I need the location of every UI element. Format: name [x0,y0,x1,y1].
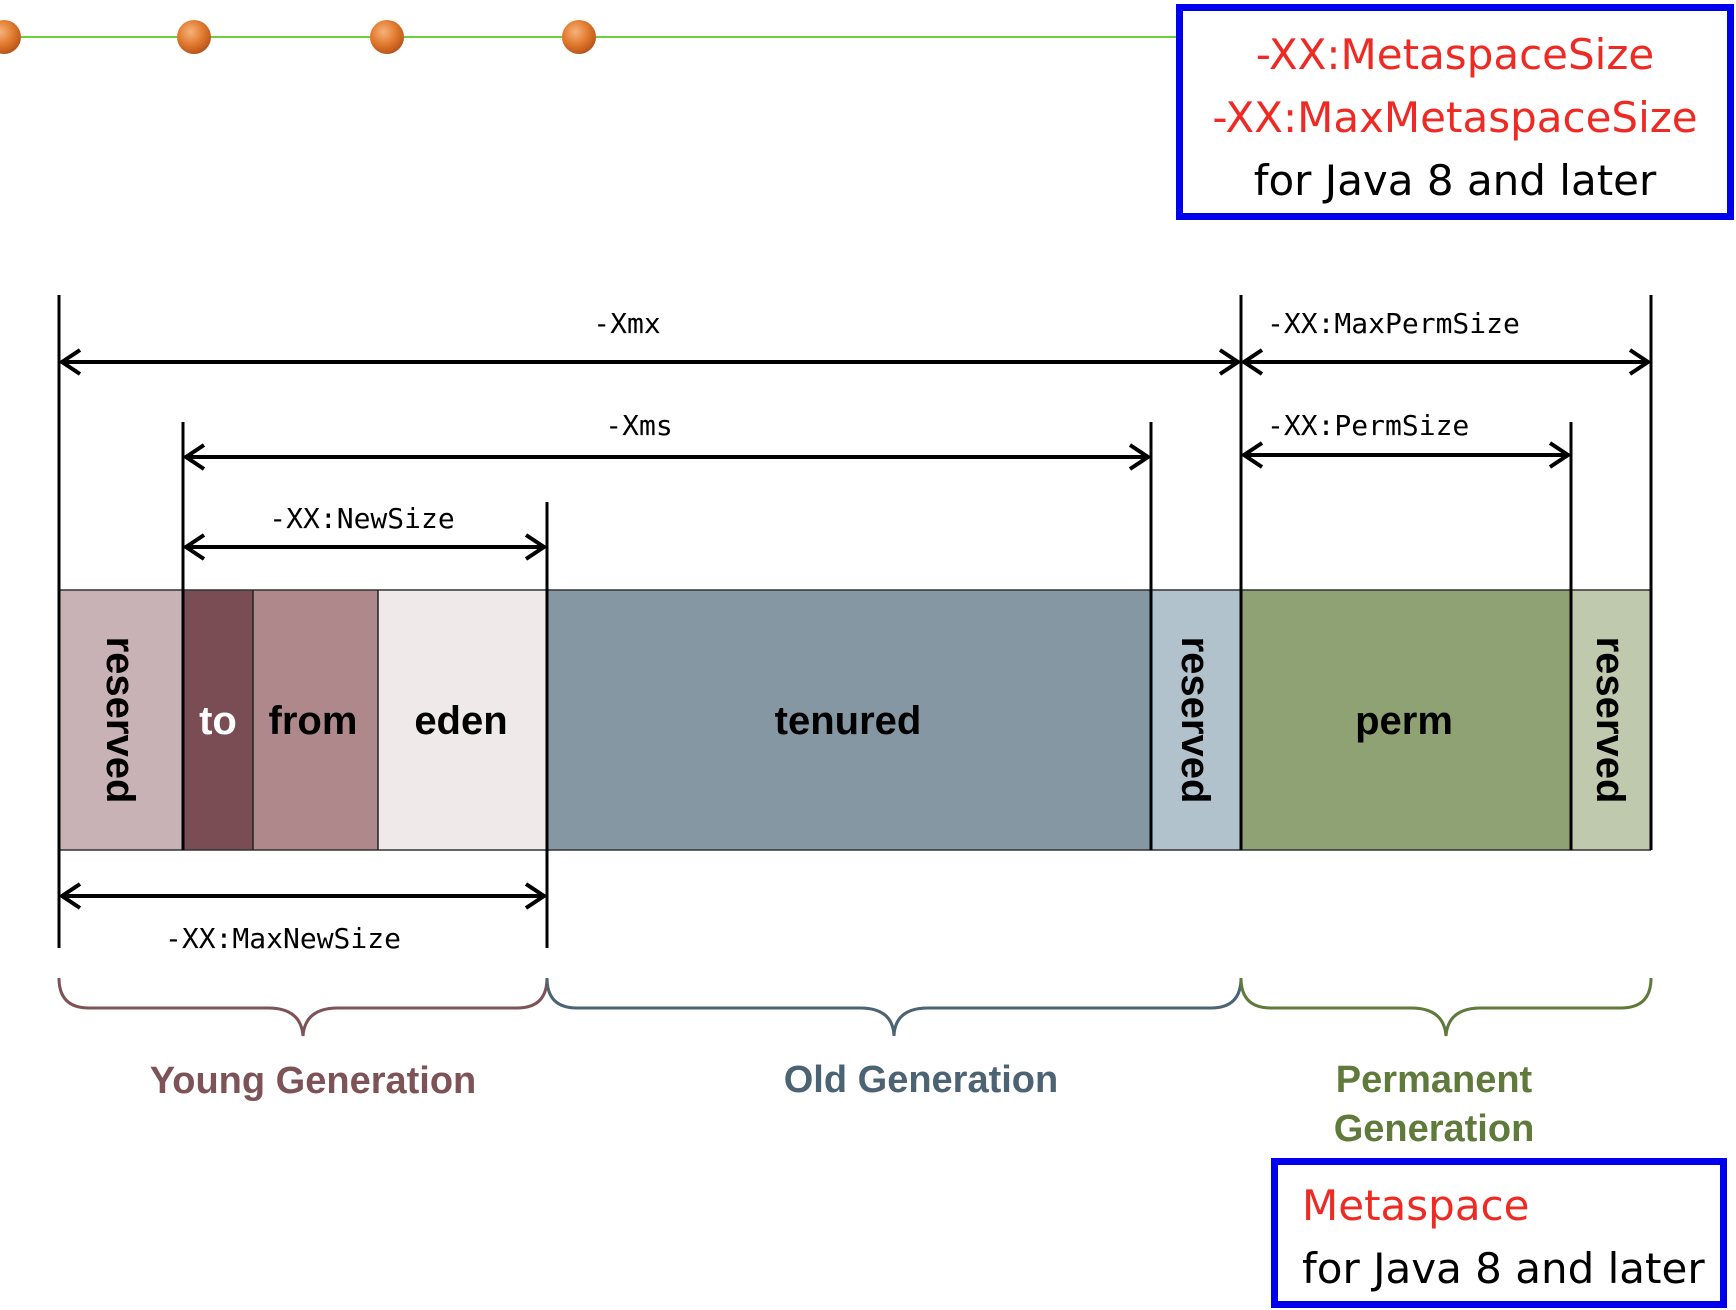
max-perm-size-label: -XX:MaxPermSize [1267,307,1520,340]
timeline-dot [562,20,596,54]
segment-reserved-young [59,590,183,850]
metaspace-callout: Metaspace for Java 8 and later [1271,1158,1727,1308]
to-label: to [199,699,237,743]
boundary-lines [57,295,1653,948]
max-new-size-label: -XX:MaxNewSize [165,922,401,955]
tenured-label: tenured [775,699,922,743]
segment-tenured [547,590,1151,850]
permanent-generation-label-line2: Generation [1334,1108,1535,1150]
timeline-dot [370,20,404,54]
max-metaspace-size-flag: -XX:MaxMetaspaceSize [1212,93,1698,142]
xms-label: -Xms [605,409,672,442]
eden-label: eden [414,699,507,743]
old-generation-brace [545,977,1243,1037]
perm-label: perm [1355,699,1453,743]
metaspace-java8-note: for Java 8 and later [1302,1244,1705,1293]
segment-perm [1241,590,1571,850]
heap-bar [59,589,1651,851]
old-generation-label: Old Generation [784,1059,1058,1101]
metaspace-size-flag: -XX:MetaspaceSize [1255,30,1655,79]
segment-eden [378,590,547,850]
reserved-young-label: reserved [98,637,142,804]
dimension-arrows [58,348,1652,910]
perm-size-label: -XX:PermSize [1267,409,1469,442]
timeline-decoration [0,20,1180,54]
new-size-label: -XX:NewSize [269,502,454,535]
segment-to [183,590,253,850]
metaspace-flags-callout: -XX:MetaspaceSize -XX:MaxMetaspaceSize f… [1176,4,1734,220]
metaspace-title: Metaspace [1302,1181,1530,1230]
reserved-old-label: reserved [1173,637,1217,804]
permanent-generation-label-line1: Permanent [1336,1059,1533,1101]
timeline-dot [177,20,211,54]
young-generation-label: Young Generation [150,1060,477,1102]
permanent-generation-brace [1239,977,1653,1037]
young-generation-brace [57,977,549,1037]
from-label: from [269,699,358,743]
xmx-label: -Xmx [593,307,660,340]
segment-from [253,590,378,850]
segment-reserved-old [1151,590,1241,850]
segment-reserved-perm [1571,590,1651,850]
timeline-dot [0,20,21,54]
reserved-perm-label: reserved [1588,637,1632,804]
java8-note: for Java 8 and later [1253,156,1657,205]
